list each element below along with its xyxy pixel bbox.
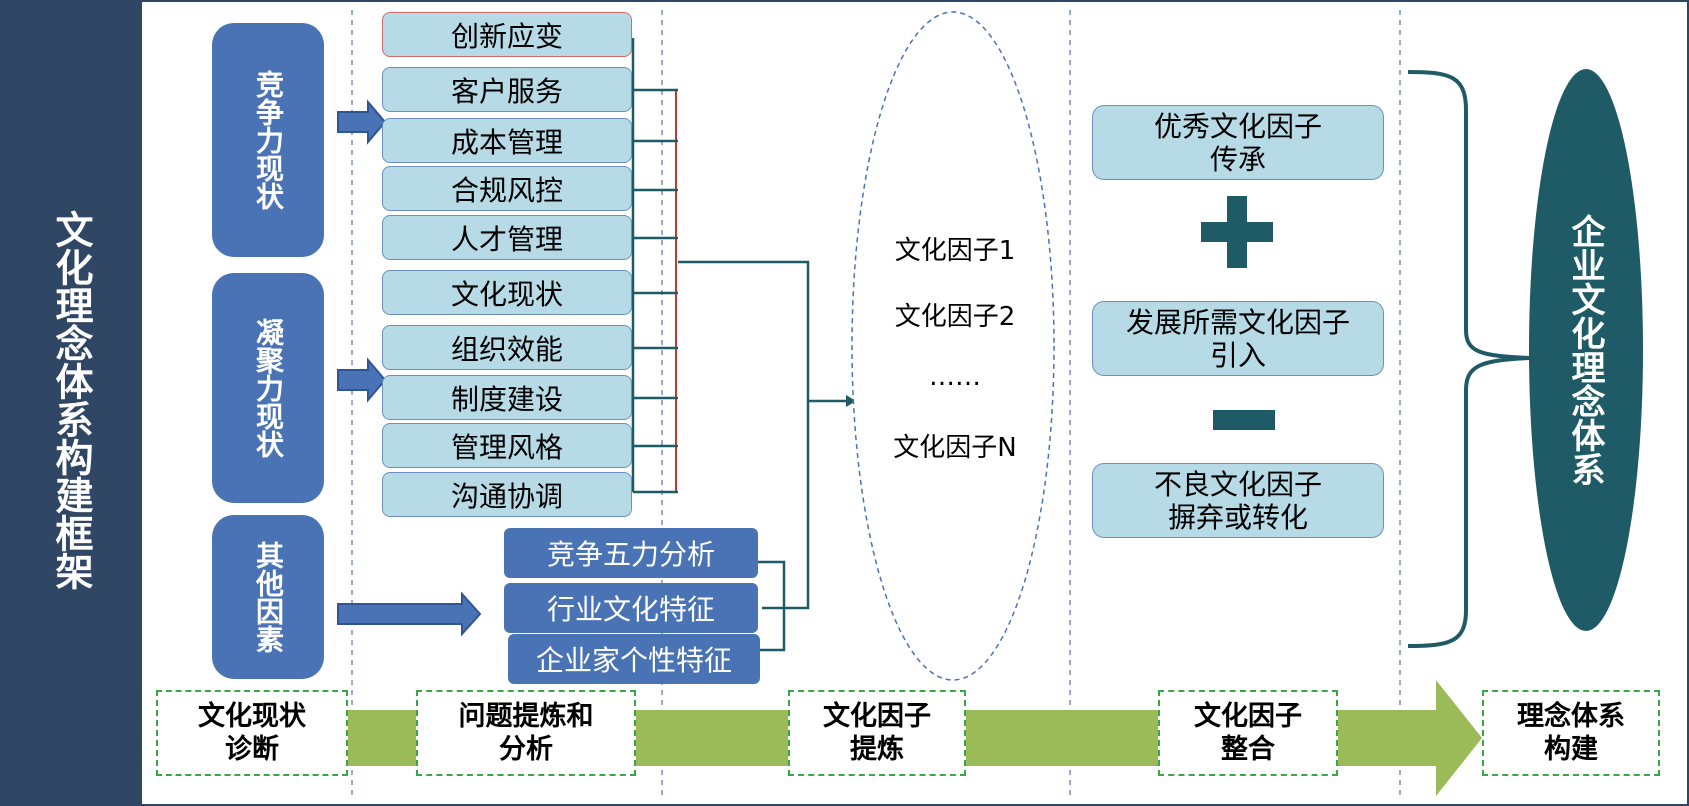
- curly-brace: [1407, 70, 1531, 648]
- factor-2: 文化因子2: [894, 302, 1016, 332]
- item-culture-status: 文化现状: [382, 270, 632, 315]
- enterprise-system-label: 企业文化理念体系: [1565, 214, 1605, 486]
- factor-ellipse: [851, 11, 1055, 681]
- item-five-forces: 竞争五力分析: [504, 528, 758, 578]
- item-industry-culture: 行业文化特征: [504, 583, 758, 633]
- stage-extraction: 文化因子 提炼: [788, 690, 966, 776]
- stage-analysis: 问题提炼和 分析: [416, 690, 636, 776]
- arrow-right-icon: [337, 591, 482, 637]
- item-talent-management: 人才管理: [382, 215, 632, 260]
- item-org-efficiency: 组织效能: [382, 325, 632, 370]
- stage-construction: 理念体系 构建: [1482, 690, 1660, 776]
- minus-icon: [1213, 410, 1275, 430]
- item-communication: 沟通协调: [382, 472, 632, 517]
- group-cohesion: 凝聚力现状: [212, 273, 324, 503]
- item-customer-service: 客户服务: [382, 67, 632, 112]
- item-cost-management: 成本管理: [382, 118, 632, 163]
- item-management-style: 管理风格: [382, 423, 632, 468]
- item-innovation: 创新应变: [382, 12, 632, 57]
- group-other: 其他因素: [212, 515, 324, 679]
- enterprise-ellipse: [1529, 69, 1643, 631]
- arrow-head-icon: [846, 395, 856, 407]
- item-compliance-risk: 合规风控: [382, 166, 632, 211]
- stage-integration: 文化因子 整合: [1158, 690, 1338, 776]
- plus-icon: [1227, 196, 1247, 268]
- result-discard: 不良文化因子 摒弃或转化: [1092, 463, 1384, 538]
- stage-diagnosis: 文化现状 诊断: [156, 690, 348, 776]
- group-competitiveness: 竞争力现状: [212, 23, 324, 257]
- left-title: 文化理念体系构建框架: [49, 210, 93, 590]
- arrow-right-icon: [337, 357, 387, 403]
- result-introduce: 发展所需文化因子 引入: [1092, 301, 1384, 376]
- diagram-frame: [142, 0, 1689, 806]
- factor-ellipsis: ……: [929, 362, 981, 392]
- item-entrepreneur-traits: 企业家个性特征: [508, 634, 760, 684]
- left-title-band: [0, 0, 142, 806]
- factor-1: 文化因子1: [894, 236, 1016, 266]
- factor-n: 文化因子N: [893, 433, 1017, 463]
- process-arrow-head: [1436, 680, 1482, 796]
- result-inherit: 优秀文化因子 传承: [1092, 105, 1384, 180]
- bracket-line: [758, 560, 786, 652]
- item-system-building: 制度建设: [382, 375, 632, 420]
- arrow-right-icon: [337, 99, 387, 145]
